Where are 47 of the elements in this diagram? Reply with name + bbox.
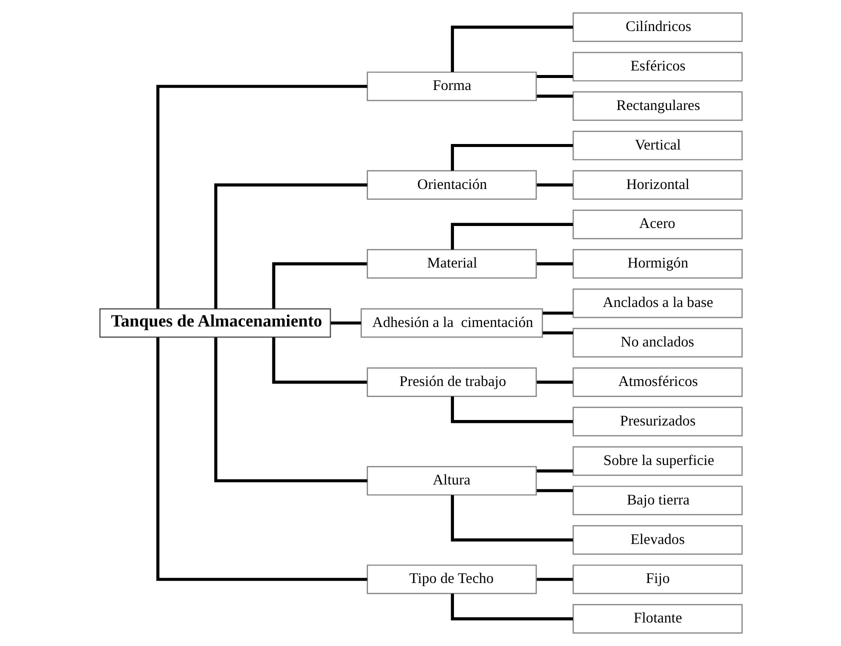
node-box: Presurizados [572,406,742,436]
node-box: Flotante [572,604,742,634]
node-box: Bajo tierra [572,486,742,516]
connector [450,222,572,250]
connector [330,321,361,325]
connector [272,262,366,309]
connector [450,594,572,620]
node-box: Atmosféricos [572,367,742,397]
node-box: Adhesión a la cimentación [360,308,543,338]
connector [214,338,367,482]
connector [156,338,367,581]
node-box: Horizontal [572,170,742,200]
connector [536,183,572,186]
node-box: No anclados [572,328,742,358]
node-box: Rectangulares [572,91,742,121]
node-box: Altura [366,466,536,496]
node-box: Cilíndricos [572,12,742,42]
connector [536,469,572,472]
connector [536,94,572,98]
connector [536,380,572,384]
connector [272,337,366,384]
connector [450,396,572,424]
connector [450,144,572,171]
node-box: Fijo [572,564,742,594]
connector [536,578,572,581]
connector [214,183,367,309]
node-box: Anclados a la base [572,288,742,318]
node-box: Material [366,249,536,279]
connector [536,489,572,492]
node-box: Vertical [572,130,742,160]
connector [450,495,572,542]
node-box: Tanques de Almacenamiento [98,308,331,338]
node-box: Elevados [572,525,742,555]
node-box: Acero [572,210,742,240]
connector [536,74,572,78]
node-box: Forma [366,72,536,102]
node-box: Esféricos [572,52,742,82]
connector [156,84,367,309]
node-box: Tipo de Techo [366,564,536,594]
node-box: Hormigón [572,249,742,279]
connector [542,331,573,334]
connector [450,26,572,72]
connector [536,262,572,266]
node-box: Presión de trabajo [366,367,536,397]
node-box: Orientación [366,170,536,200]
node-box: Sobre la superficie [572,446,742,476]
connector [542,312,573,315]
